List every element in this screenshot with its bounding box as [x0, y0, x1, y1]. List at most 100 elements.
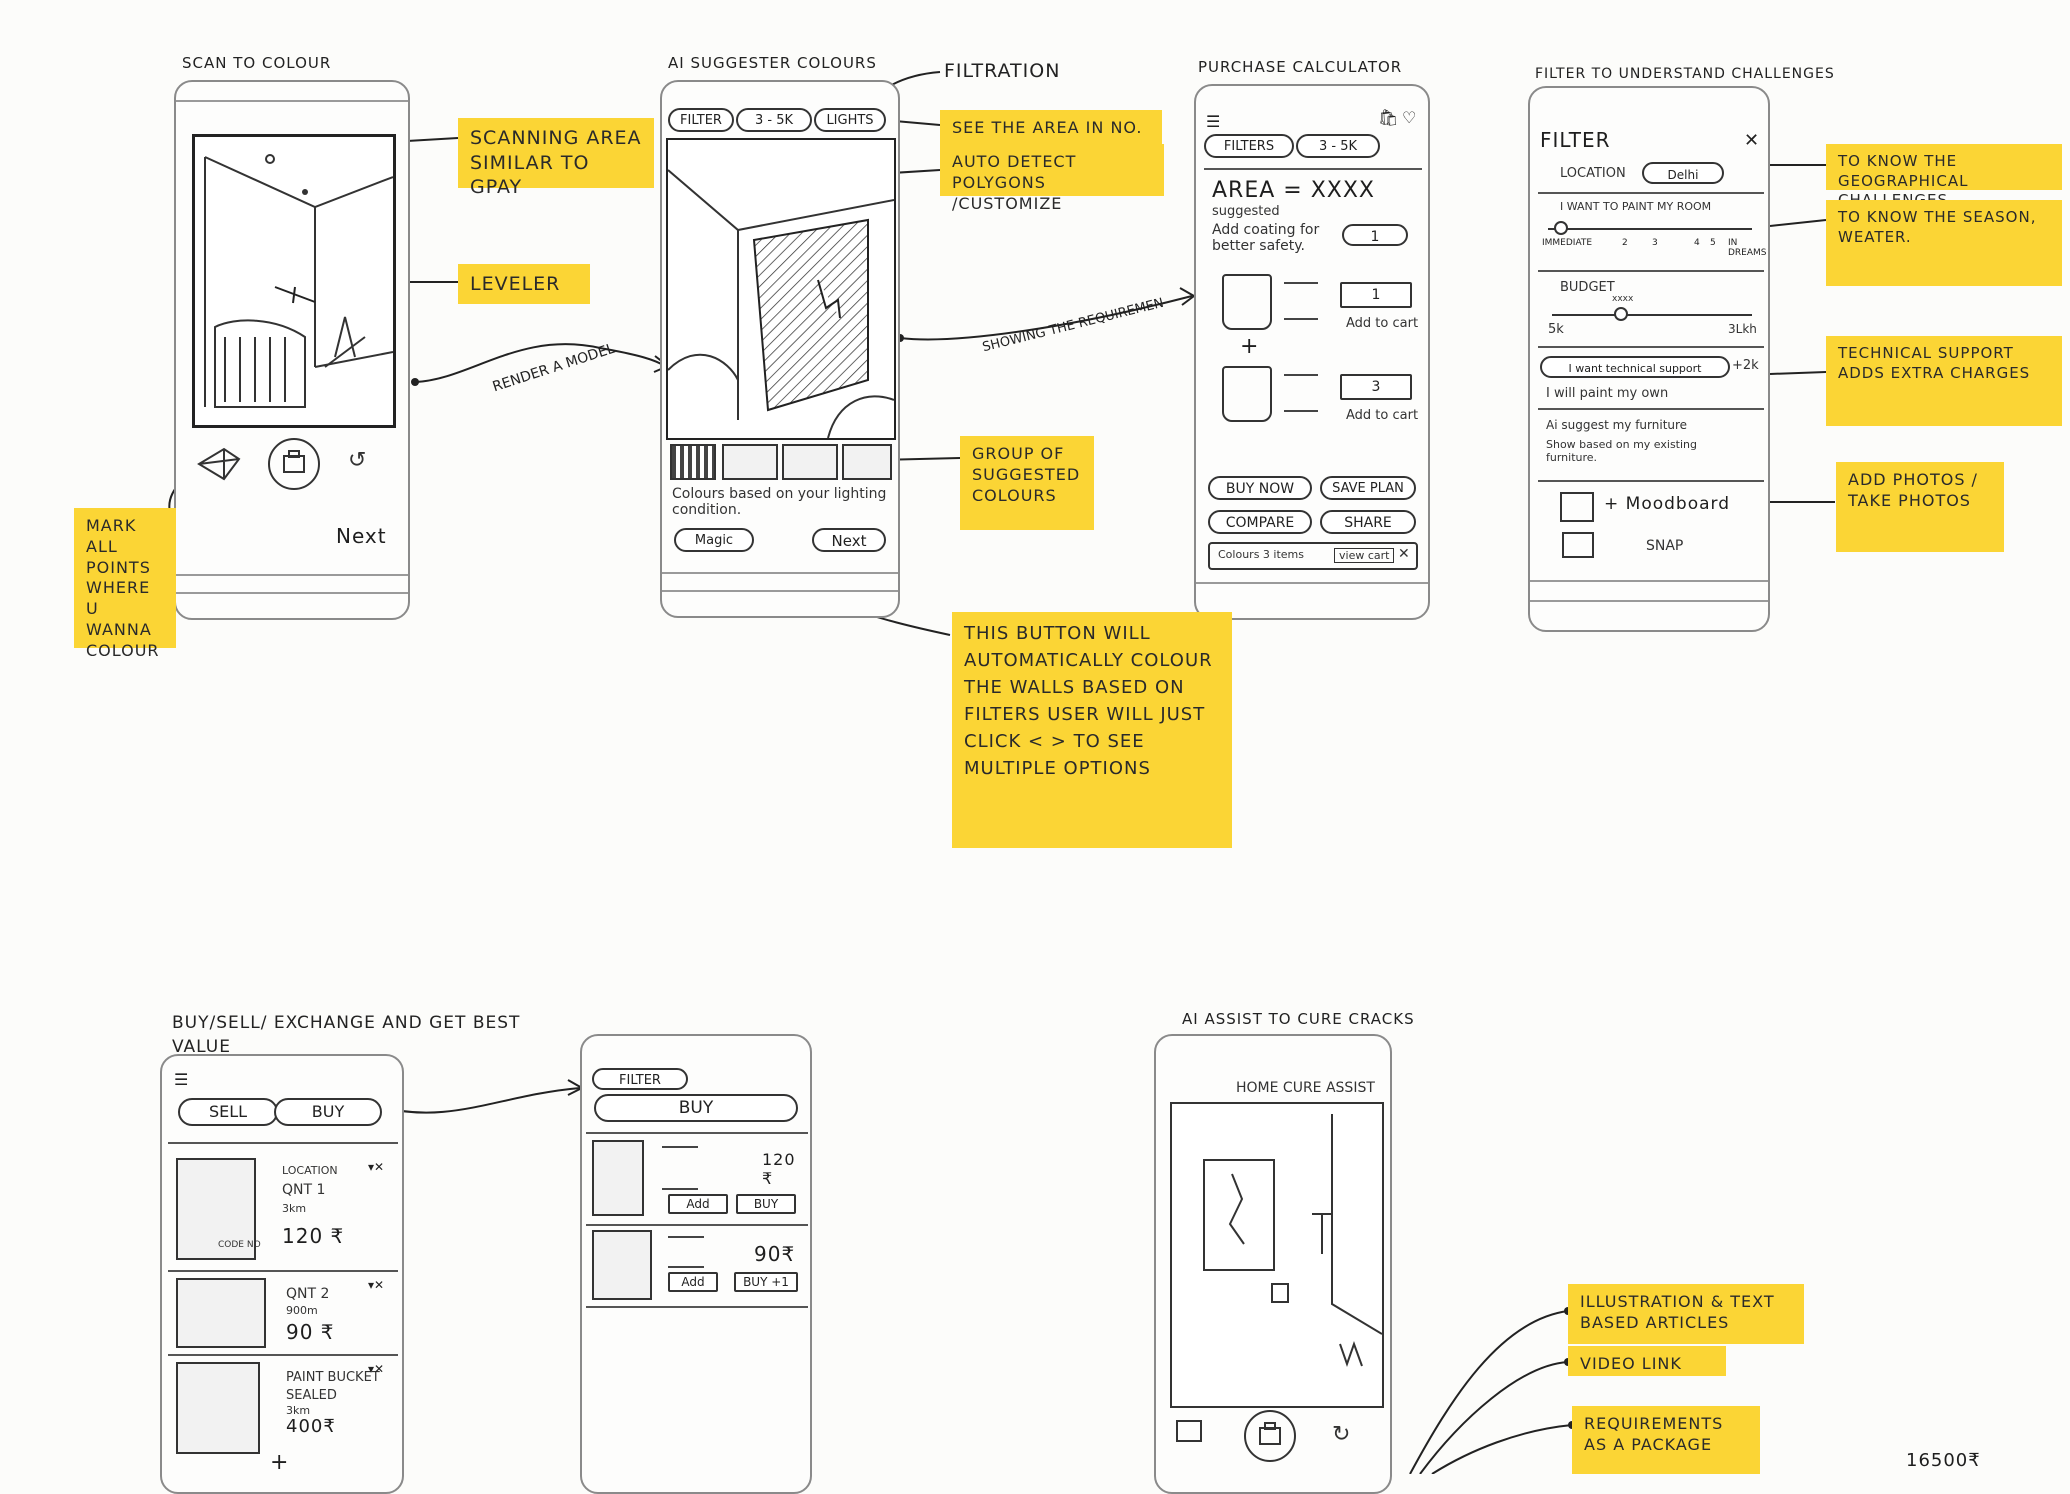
show-existing-option[interactable]: Show based on my existing furniture.: [1546, 438, 1697, 464]
note-group-colours: GROUP OF SUGGESTED COLOURS: [960, 436, 1094, 530]
timeline-knob[interactable]: [1554, 221, 1568, 235]
bucket-1-details: [1284, 282, 1318, 320]
title-scan: Scan to colour: [182, 54, 332, 72]
sell-item-2-image[interactable]: [176, 1278, 266, 1348]
close-icon[interactable]: ✕: [1398, 546, 1410, 562]
title-buy-sell: BUY/SELL/ EXCHANGE AND GET BEST VALUE: [172, 1013, 521, 1057]
view-cart-button[interactable]: view cart: [1334, 548, 1395, 563]
sell-menu-icon[interactable]: ☰: [174, 1070, 189, 1089]
snap-button[interactable]: SNAP: [1646, 538, 1684, 554]
budget-slider[interactable]: [1552, 307, 1752, 321]
hand-cursor-icon: [817, 279, 841, 319]
cart-bar[interactable]: Colours 3 items view cart ✕: [1208, 542, 1418, 570]
filter-close-icon[interactable]: ✕: [1744, 130, 1760, 151]
menu-icon[interactable]: ☰: [1206, 112, 1221, 131]
image-icon[interactable]: [1560, 492, 1594, 522]
rotate-icon[interactable]: ↺: [348, 448, 367, 473]
note-see-area: SEE THE AREA IN NO.: [940, 110, 1162, 144]
timeline-4: 4: [1694, 238, 1700, 248]
scan-viewfinder[interactable]: [192, 134, 396, 428]
ai-next-button[interactable]: Next: [812, 528, 886, 552]
purchase-filter-chip[interactable]: FILTERS: [1204, 134, 1294, 158]
gallery-icon[interactable]: [1176, 1420, 1202, 1442]
bucket-1-qty[interactable]: 1: [1340, 282, 1412, 308]
sell-item-1-menu[interactable]: ▾✕: [368, 1160, 385, 1174]
colour-swatch-4[interactable]: [842, 444, 892, 480]
ai-furniture-option[interactable]: Ai suggest my furniture: [1546, 418, 1688, 432]
sell-item-3-image[interactable]: [176, 1362, 260, 1454]
location-chip[interactable]: Delhi: [1642, 162, 1724, 184]
mark-points-icon[interactable]: [194, 444, 244, 484]
budget-knob[interactable]: [1614, 307, 1628, 321]
buy-item-1-image[interactable]: [592, 1140, 644, 1216]
tech-support-toggle[interactable]: I want technical support: [1540, 356, 1730, 378]
sell-item-1-image[interactable]: [176, 1158, 256, 1260]
buy-search-bar[interactable]: BUY: [594, 1094, 798, 1122]
note-video: VIDEO LINK: [1568, 1346, 1726, 1376]
cure-rotate-icon[interactable]: ↻: [1332, 1422, 1351, 1447]
sell-item-1-code: CODE NO: [218, 1240, 261, 1250]
note-season: To know THE SEASON, WEATER.: [1826, 200, 2062, 286]
buy-now-button[interactable]: BUY NOW: [1208, 476, 1312, 500]
add-to-cart-1[interactable]: Add to cart: [1346, 316, 1419, 331]
buy-item-1-add[interactable]: Add: [668, 1194, 728, 1214]
bag-icon[interactable]: 🛍: [1378, 108, 1399, 127]
buy-item-2-buy[interactable]: BUY +1: [734, 1272, 798, 1292]
showing-requirement-label: SHOWING THE REQUIREMEN: [980, 295, 1166, 356]
save-plan-button[interactable]: SAVE PLAN: [1320, 476, 1416, 500]
sell-item-1-line1: LOCATION: [282, 1164, 338, 1177]
note-leveler: LEVELER: [458, 264, 590, 304]
note-tech-support: TECHNICAL SUPPORT ADDS EXTRA CHARGES: [1826, 336, 2062, 426]
plus-icon: +: [1604, 494, 1626, 514]
buy-item-1-buy[interactable]: BUY: [736, 1194, 796, 1214]
scan-next-button[interactable]: Next: [336, 524, 387, 548]
share-button[interactable]: SHARE: [1320, 510, 1416, 534]
sell-item-3-menu[interactable]: ▾✕: [368, 1362, 385, 1376]
note-geo: To know THE GEOGRAPHICAL CHALLENGES: [1826, 144, 2062, 209]
snap-camera-icon[interactable]: [1562, 532, 1594, 558]
buy-filter-chip[interactable]: FILTER: [592, 1068, 688, 1090]
bucket-2-qty[interactable]: 3: [1340, 374, 1412, 400]
note-auto-detect: AUTO DETECT POLYGONS /CUSTOMIZE: [940, 144, 1164, 213]
area-readout: AREA = XXXX: [1212, 178, 1375, 203]
filter-chip-filter[interactable]: FILTER: [668, 108, 734, 132]
buy-tab[interactable]: BUY: [274, 1098, 382, 1126]
plus-sign: +: [1240, 334, 1260, 359]
purchase-budget-chip[interactable]: 3 - 5K: [1296, 134, 1380, 158]
title-purchase: Purchase calculator: [1198, 58, 1403, 76]
coating-qty[interactable]: 1: [1342, 224, 1408, 246]
note-mark-points: MARK ALL POINTS WHERE U WANNA COLOUR: [74, 508, 176, 660]
heart-icon[interactable]: ♡: [1402, 108, 1417, 127]
colour-swatch-1[interactable]: [670, 444, 716, 480]
wall-polygon-sketch: [667, 169, 895, 439]
filter-chip-budget[interactable]: 3 - 5K: [736, 108, 812, 132]
moodboard-option[interactable]: + Moodboard: [1604, 494, 1730, 514]
magic-button[interactable]: Magic: [674, 528, 754, 552]
camera-button[interactable]: [268, 438, 320, 490]
bucket-2-details: [1284, 374, 1318, 412]
filter-title: FILTER: [1540, 128, 1611, 152]
colour-swatch-3[interactable]: [782, 444, 838, 480]
add-item-button[interactable]: +: [270, 1450, 290, 1475]
sell-tab[interactable]: SELL: [178, 1098, 278, 1126]
filter-chip-lights[interactable]: LIGHTS: [814, 108, 886, 132]
ai-room-view[interactable]: [666, 138, 896, 440]
cure-camera-icon: [1259, 1422, 1281, 1445]
sell-item-2-menu[interactable]: ▾✕: [368, 1278, 385, 1292]
crack-viewfinder[interactable]: [1170, 1102, 1384, 1408]
add-to-cart-2[interactable]: Add to cart: [1346, 408, 1419, 423]
buy-item-2-add[interactable]: Add: [668, 1272, 718, 1292]
title-ai-suggest: Ai suggester colours: [668, 54, 877, 72]
cure-camera-button[interactable]: [1244, 1410, 1296, 1462]
note-articles: ILLUSTRATION & TEXT BASED ARTICLES: [1568, 1284, 1804, 1344]
buy-phone: FILTER BUY 120 ₹ Add BUY 90₹ Add BUY +1: [580, 1034, 812, 1494]
timeline-slider[interactable]: [1548, 221, 1752, 235]
buy-item-2-image[interactable]: [592, 1230, 652, 1300]
paint-own-option[interactable]: I will paint my own: [1546, 386, 1669, 401]
buy-item-1-price: 120 ₹: [762, 1150, 796, 1188]
compare-button[interactable]: COMPARE: [1208, 510, 1312, 534]
suggested-colour-swatches: [666, 444, 896, 480]
budget-max: 3Lkh: [1728, 322, 1757, 336]
colour-swatch-2[interactable]: [722, 444, 778, 480]
ai-suggest-phone: FILTER 3 - 5K LIGHTS Colours based on yo…: [660, 80, 900, 618]
